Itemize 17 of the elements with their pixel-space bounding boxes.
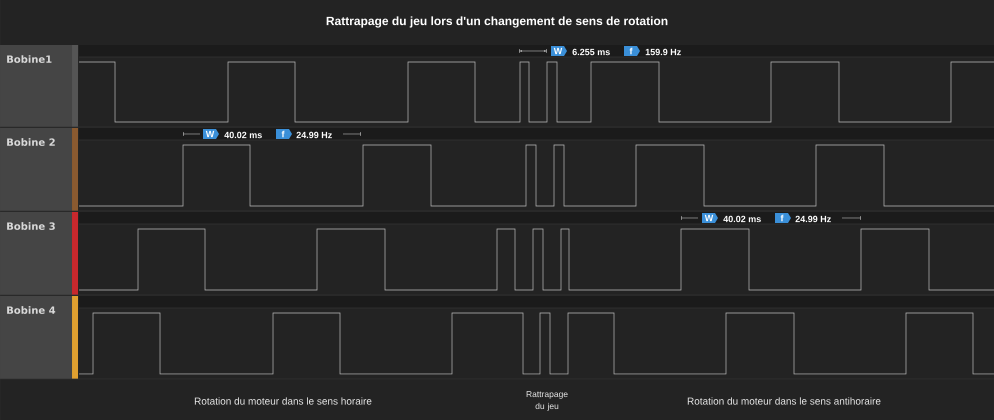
measure-value: 40.02 ms	[723, 216, 761, 222]
caption-text: Rotation du moteur dans le sens horaire	[194, 397, 372, 405]
channel-panel: Bobine 3	[0, 212, 78, 295]
measure-value: 40.02 ms	[224, 132, 262, 138]
caption-text: Rotation du moteur dans le sens antihoraire	[688, 397, 880, 405]
measure-tag: f	[624, 46, 640, 56]
title: Rattrapage du jeu lors d'un changement de sens de rotation	[326, 16, 668, 28]
measure-value: 6.255 ms	[572, 48, 610, 56]
channel-panel: Bobine1	[0, 45, 78, 127]
measure-value: 159.9 Hz	[646, 48, 681, 56]
channel-panel: Bobine 2	[0, 128, 78, 211]
measure-value: 24.99 Hz	[296, 132, 332, 138]
measure-tag: f	[775, 213, 791, 223]
caption-text: Rattrapage du jeu	[526, 391, 568, 411]
channel-panel: Bobine 4	[0, 296, 78, 379]
measure-tag: W	[551, 46, 567, 56]
measure-value: 24.99 Hz	[796, 216, 831, 222]
